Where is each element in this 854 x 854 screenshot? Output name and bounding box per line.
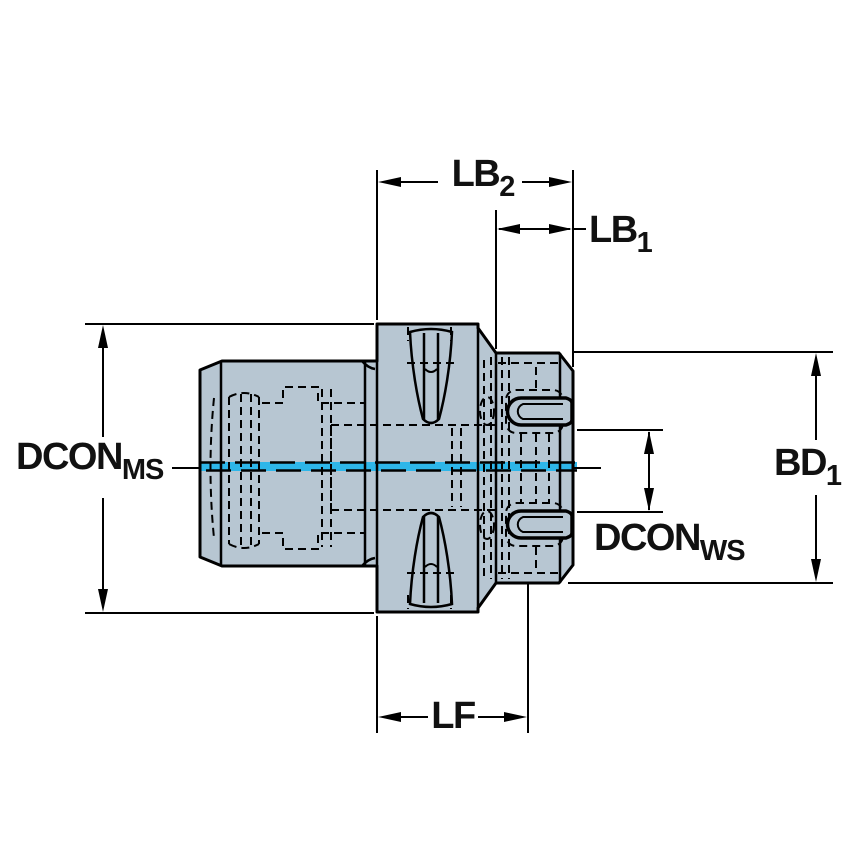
dim-label-dcon-ws-subscript: WS [699, 535, 746, 567]
dim-label-lb1-subscript: 1 [636, 227, 653, 259]
hidden-detail-lines [209, 327, 564, 609]
drive-slot-top-arc [424, 368, 438, 373]
lf-arrow-left [378, 712, 401, 722]
dim-label-lf: LF [403, 697, 503, 735]
cavity-profile-bottom [262, 532, 364, 550]
dim-label-bd1: BD1 [774, 442, 842, 491]
lb2-arrow-left [378, 177, 401, 187]
dim-label-lb2-text: LB [451, 153, 501, 195]
bore-hidden-left-face [209, 397, 215, 539]
nut-groove-bottom [505, 509, 574, 540]
dimension-dcon-ws [577, 429, 663, 513]
drive-slot-bottom [407, 511, 455, 609]
dimension-lb1 [495, 210, 586, 349]
dimension-lb2 [376, 170, 574, 367]
drive-slot-top [407, 327, 455, 425]
drive-slot-bottom-arc [424, 563, 438, 568]
dim-label-lb1-text: LB [589, 209, 638, 251]
dim-label-lf-text: LF [431, 695, 476, 737]
dimension-lf [376, 584, 529, 733]
groove-hidden-ellipse-bottom [479, 510, 495, 540]
groove-hidden-ellipse-top [479, 396, 495, 426]
lf-arrow-right [504, 712, 527, 722]
neck-relief-arc [361, 360, 376, 371]
dim-label-dcon-ms-text: DCON [16, 436, 123, 478]
groove-hidden-outline-bottom [505, 502, 564, 547]
dim-label-dcon-ws: DCONWS [594, 517, 746, 566]
cavity-profile-top [262, 386, 364, 404]
lb1-arrow-left [497, 224, 520, 234]
neck-relief-arc-bottom [361, 556, 376, 567]
dimension-dcon-ms [85, 323, 374, 614]
dim-label-dcon-ms: DCONMS [16, 436, 164, 485]
dcon-ws-arrow-bottom [644, 488, 654, 511]
dimension-bd1 [568, 351, 833, 584]
dim-label-dcon-ws-text: DCON [594, 517, 701, 559]
dim-label-lb1: LB1 [589, 209, 653, 258]
groove-hidden-outline-top [505, 389, 564, 434]
nut-groove-top-inner [516, 403, 563, 420]
dim-label-lb2-subscript: 2 [499, 171, 515, 203]
nut-groove-bottom-inner [516, 516, 563, 533]
centerline-band [200, 462, 577, 471]
dim-label-bd1-subscript: 1 [825, 460, 842, 492]
dim-label-lb2: LB2 [433, 153, 533, 202]
dcon-ms-arrow-top [98, 325, 108, 348]
drawbar-tube-cap-top [228, 392, 260, 398]
nut-groove-top [505, 396, 574, 427]
drawbar-tube-cap-bottom [228, 543, 260, 549]
lb2-arrow-right [549, 177, 572, 187]
dcon-ws-arrow-top [644, 431, 654, 454]
dcon-ms-arrow-bottom [98, 589, 108, 612]
bd1-arrow-bottom [811, 559, 821, 582]
dim-label-bd1-text: BD [774, 442, 827, 484]
dim-label-dcon-ms-subscript: MS [121, 454, 164, 486]
lb1-arrow-right [549, 224, 572, 234]
bd1-arrow-top [811, 353, 821, 376]
axis-centerline [172, 461, 601, 472]
part-outline [198, 322, 575, 614]
